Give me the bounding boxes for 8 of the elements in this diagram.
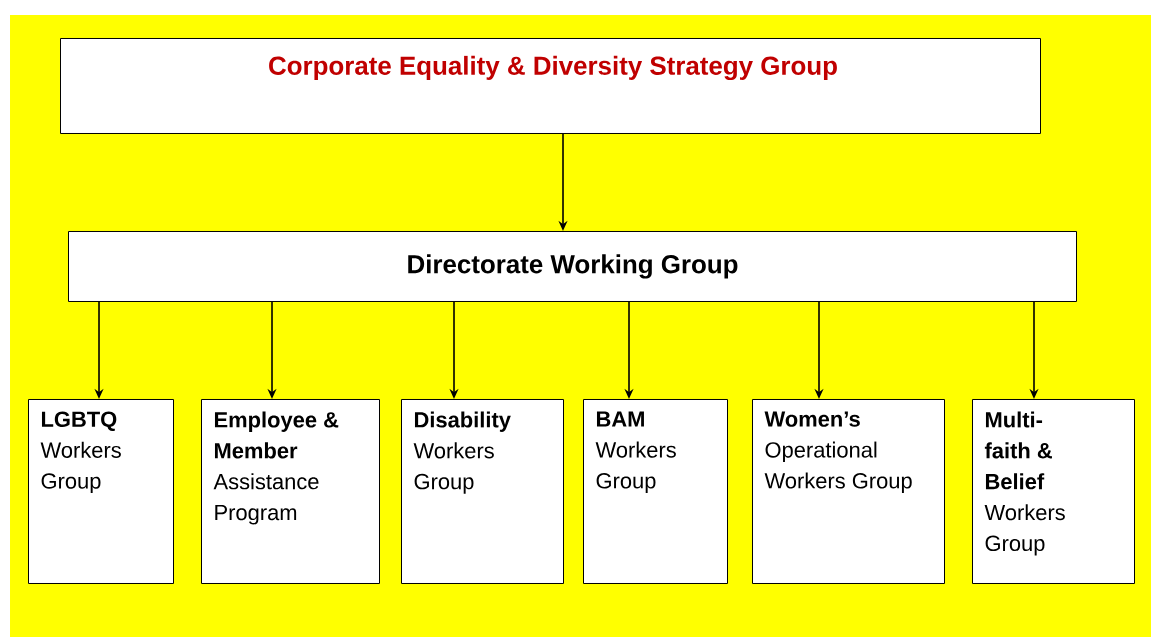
working-group-box: Directorate Working Group — [68, 231, 1077, 302]
workers-group-box: LGBTQ Workers Group — [28, 399, 174, 584]
strategy-group-box: Corporate Equality & Diversity Strategy Group — [60, 38, 1041, 134]
workers-group-box: BAM Workers Group — [583, 399, 728, 584]
workers-group-box: Disability Workers Group — [401, 399, 564, 584]
workers-group-box: Multi-faith & Belief Workers Group — [972, 399, 1135, 584]
workers-group-box: Women’s Operational Workers Group — [752, 399, 945, 584]
workers-group-box: Employee & Member Assistance Program — [201, 399, 380, 584]
